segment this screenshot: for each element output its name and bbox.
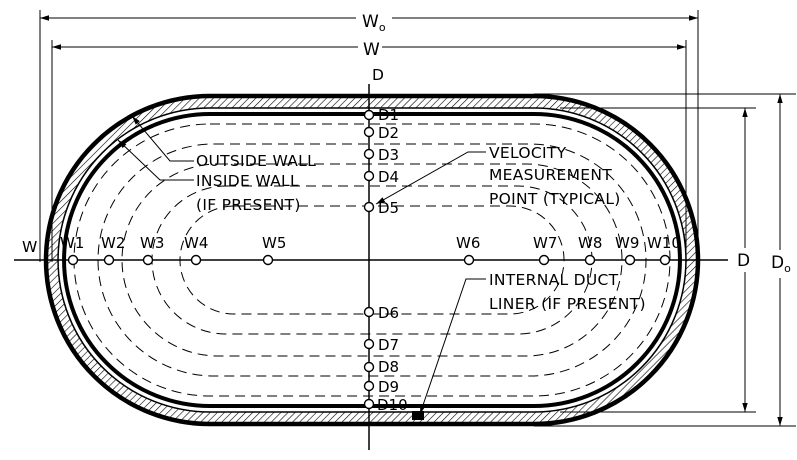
w3-label: W3 [140, 234, 164, 252]
depth-point-6: D6 [363, 304, 399, 322]
d5-label: D5 [378, 199, 399, 217]
d2-marker [363, 126, 375, 138]
d2-label: D2 [378, 124, 399, 142]
velocity-label-1: VELOCITY [489, 144, 567, 162]
w10-label: W10 [647, 234, 681, 252]
w3-marker [142, 254, 154, 266]
d8-label: D8 [378, 358, 399, 376]
d3-marker [363, 148, 375, 160]
width-point-4: W4 [184, 234, 208, 266]
d9-label: D9 [378, 378, 399, 396]
width-point-1: W1 [60, 234, 84, 266]
d8-marker [363, 361, 375, 373]
width-traverse: W1 W2 W3 W4 W5 W6 W7 W8 [60, 234, 681, 266]
contour-5 [179, 205, 565, 315]
duct-wall [43, 93, 701, 427]
w2-label: W2 [101, 234, 125, 252]
w6-marker [463, 254, 475, 266]
outside-width-label: Wo [362, 12, 386, 34]
outside-wall-label: OUTSIDE WALL [196, 152, 316, 170]
w8-label: W8 [578, 234, 602, 252]
width-point-7: W7 [533, 234, 557, 266]
depth-traverse: D1 D2 D3 D4 D5 D6 D7 D8 [363, 106, 408, 414]
d4-label: D4 [378, 168, 399, 186]
w5-label: W5 [262, 234, 286, 252]
outside-wall-leader [131, 115, 194, 162]
w4-marker [190, 254, 202, 266]
d1-marker [363, 109, 375, 121]
depth-point-10: D10 [363, 396, 408, 414]
liner-leader [419, 278, 486, 415]
width-point-10: W10 [647, 234, 681, 266]
w1-label: W1 [60, 234, 84, 252]
width-point-9: W9 [615, 234, 639, 266]
contour-1 [73, 123, 671, 397]
depth-point-7: D7 [363, 336, 399, 354]
w4-label: W4 [184, 234, 208, 252]
wall-leaders [117, 115, 194, 181]
w6-label: W6 [456, 234, 480, 252]
equal-area-contours [73, 123, 671, 397]
d1-label: D1 [378, 106, 399, 124]
inside-width-label-mask [358, 37, 382, 57]
internal-liner-line [62, 112, 682, 408]
velocity-label-2: MEASUREMENT [489, 166, 612, 184]
width-point-6: W6 [456, 234, 480, 266]
w1-marker [67, 254, 79, 266]
d6-label: D6 [378, 304, 399, 322]
d10-label: D10 [377, 396, 408, 414]
outside-wall-line [43, 93, 701, 427]
inside-wall-note: (IF PRESENT) [196, 196, 301, 214]
depth-point-2: D2 [363, 124, 399, 142]
inside-width-label: W [363, 40, 380, 60]
liner-label-2: LINER (IF PRESENT) [489, 295, 646, 313]
velocity-label-3: POINT (TYPICAL) [489, 190, 621, 208]
depth-point-1: D1 [363, 106, 399, 124]
liner-marker [412, 411, 424, 420]
d7-label: D7 [378, 336, 399, 354]
w7-marker [538, 254, 550, 266]
outside-height-label: Do [771, 253, 791, 275]
depth-point-5: D5 [363, 199, 399, 217]
inside-wall-label: INSIDE WALL [196, 172, 299, 190]
depth-point-9: D9 [363, 378, 399, 396]
depth-axis-right-label: D [737, 251, 750, 271]
width-axis-label: W [22, 238, 38, 256]
inside-wall-line [57, 107, 687, 413]
width-point-8: W8 [578, 234, 602, 266]
depth-axis-label: D [372, 66, 384, 84]
velocity-leader [375, 151, 486, 205]
liner-label-1: INTERNAL DUCT [489, 271, 619, 289]
outside-width-label-mask [356, 8, 392, 30]
w5-marker [262, 254, 274, 266]
w7-label: W7 [533, 234, 557, 252]
w8-marker [584, 254, 596, 266]
d3-label: D3 [378, 146, 399, 164]
w2-marker [103, 254, 115, 266]
contour-3 [121, 163, 623, 357]
w10-marker [659, 254, 671, 266]
depth-point-3: D3 [363, 146, 399, 164]
d9-marker [363, 380, 375, 392]
d7-marker [363, 338, 375, 350]
width-point-2: W2 [101, 234, 125, 266]
w9-label: W9 [615, 234, 639, 252]
w9-marker [624, 254, 636, 266]
d10-marker [363, 398, 375, 410]
d5-marker [363, 201, 375, 213]
d6-marker [363, 306, 375, 318]
width-point-3: W3 [140, 234, 164, 266]
width-point-5: W5 [262, 234, 286, 266]
inside-wall-leader [117, 139, 194, 181]
contour-2 [97, 143, 647, 377]
depth-axis-right-mask [734, 248, 756, 272]
d4-marker [363, 170, 375, 182]
depth-point-8: D8 [363, 358, 399, 376]
outside-height-label-mask [770, 250, 797, 278]
depth-point-4: D4 [363, 168, 399, 186]
